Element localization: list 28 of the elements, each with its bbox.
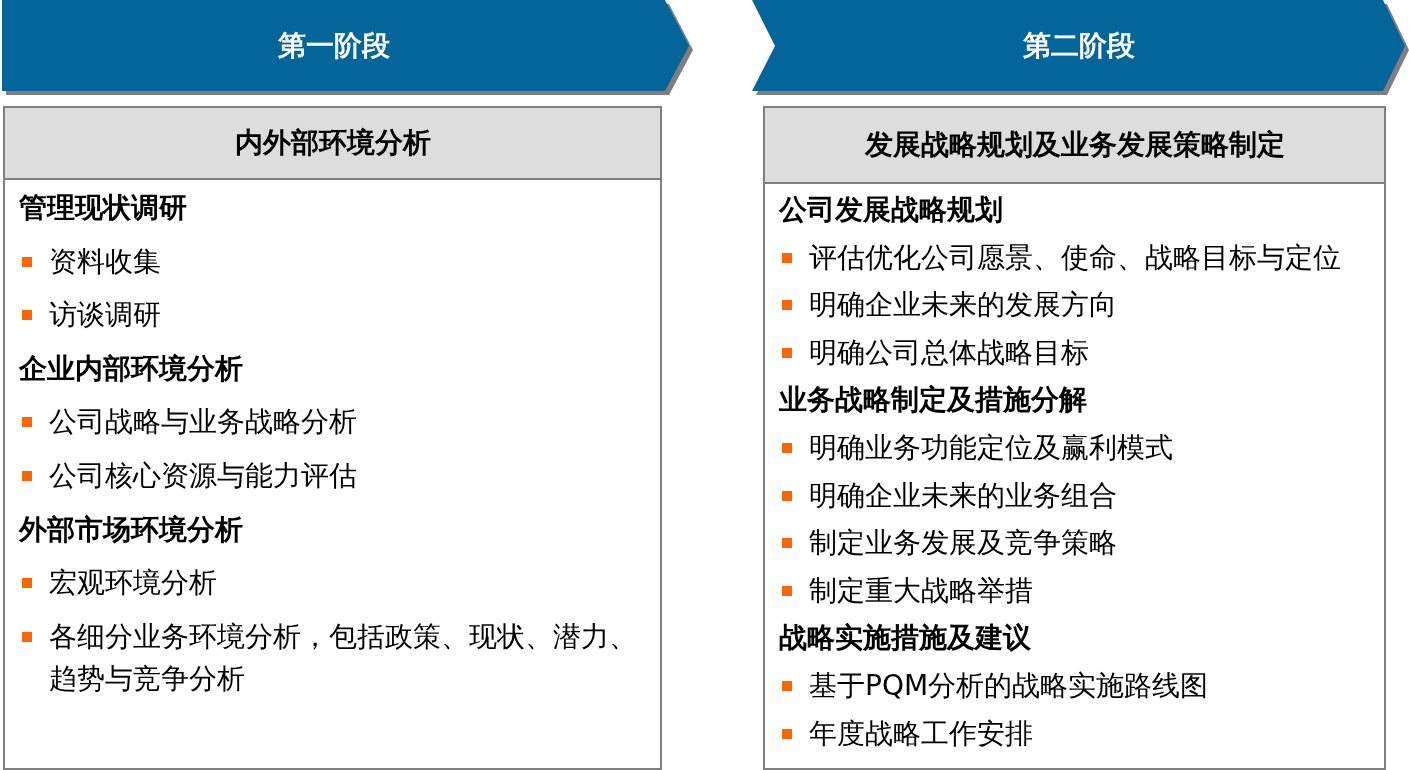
section-heading: 战略实施措施及建议	[778, 620, 1031, 657]
bullet-text: 各细分业务环境分析，包括政策、现状、潜力、趋势与竞争分析	[49, 618, 638, 697]
chevron-banner	[0, 0, 694, 96]
bullet-text: 明确公司总体战略目标	[809, 334, 1089, 371]
bullet-text: 明确业务功能定位及赢利模式	[809, 429, 1173, 466]
section-heading: 外部市场环境分析	[17, 511, 243, 548]
stage-title: 第二阶段	[1023, 27, 1135, 64]
content-panel	[3, 106, 662, 770]
panel-title: 内外部环境分析	[234, 125, 431, 161]
bullet-text: 宏观环境分析	[49, 565, 217, 602]
bullet-text: 资料收集	[49, 243, 161, 280]
section-heading: 企业内部环境分析	[18, 350, 243, 387]
bullet-text: 年度战略工作安排	[809, 715, 1033, 752]
bullet-text: 基于PQM分析的战略实施路线图	[809, 667, 1209, 704]
bullet-text: 公司核心资源与能力评估	[49, 457, 357, 494]
content-panel	[763, 106, 1386, 770]
bullet-text: 评估优化公司愿景、使命、战略目标与定位	[809, 239, 1341, 276]
section-heading: 业务战略制定及措施分解	[778, 382, 1087, 419]
bullet-text: 访谈调研	[49, 297, 161, 334]
bullet-text: 明确企业未来的业务组合	[809, 477, 1117, 514]
bullet-text: 公司战略与业务战略分析	[49, 404, 357, 441]
bullet-text: 制定业务发展及竞争策略	[809, 525, 1117, 562]
section-heading: 公司发展战略规划	[777, 192, 1003, 228]
panel-title: 发展战略规划及业务发展策略制定	[864, 127, 1285, 163]
bullet-text: 制定重大战略举措	[809, 572, 1033, 609]
stage-title: 第一阶段	[277, 27, 390, 64]
bullet-text: 明确企业未来的发展方向	[809, 287, 1117, 324]
section-heading: 管理现状调研	[18, 190, 187, 226]
